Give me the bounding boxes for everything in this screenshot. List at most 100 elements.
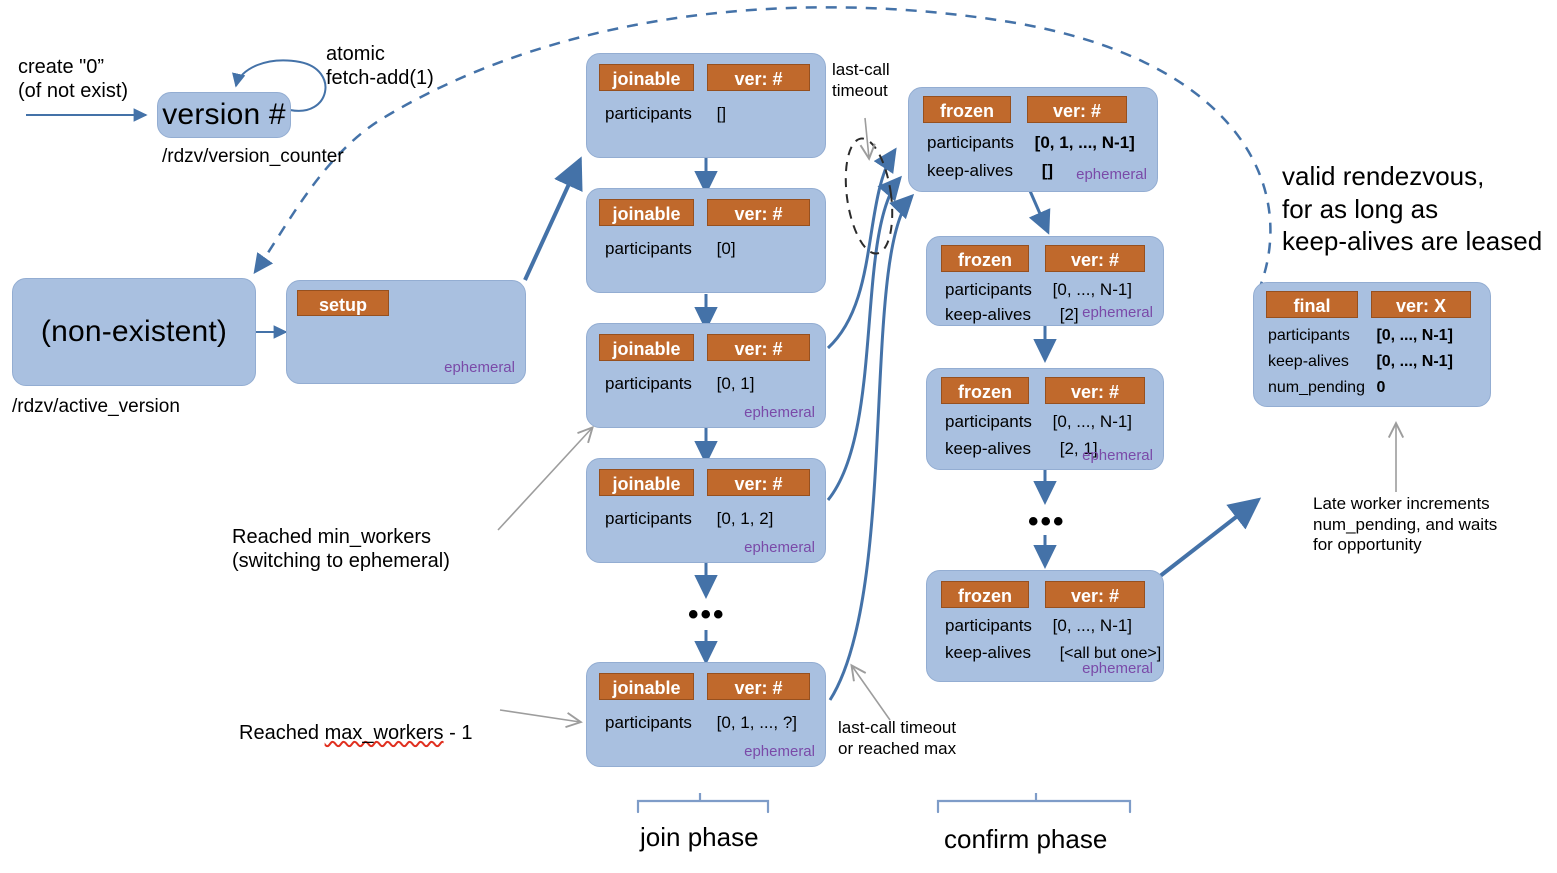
join-box-1-state-badge: joinable <box>599 64 694 91</box>
join-box-3-version-badge: ver: # <box>707 334 810 361</box>
last-call-timeout-note: last-call timeout <box>832 60 890 100</box>
confirm-box-4-keepalives-row: keep-alives [<all but one>] <box>945 643 1161 663</box>
confirm-box-2: frozen ver: # participants [0, ..., N-1]… <box>926 236 1164 326</box>
participants-value: [0, ..., N-1] <box>1052 280 1133 299</box>
setup-badge: setup <box>297 290 389 316</box>
confirm-box-1-ephemeral-label: ephemeral <box>1076 166 1147 183</box>
confirm-box-3-participants-row: participants [0, ..., N-1] <box>945 412 1132 432</box>
version-counter-path: /rdzv/version_counter <box>162 146 344 167</box>
keep-alives-value: [] <box>1041 161 1054 180</box>
confirm-box-4: frozen ver: # participants [0, ..., N-1]… <box>926 570 1164 682</box>
join-box-1-participants-row: participants [] <box>605 104 726 124</box>
num-pending-value: 0 <box>1376 379 1386 396</box>
join-box-2: joinable ver: # participants [0] <box>586 188 826 293</box>
participants-value: [0, 1] <box>716 374 755 393</box>
participants-key: participants <box>1268 327 1350 344</box>
keep-alives-key: keep-alives <box>1268 353 1349 370</box>
last-call-or-max-note: last-call timeout or reached max <box>838 718 957 758</box>
participants-key: participants <box>605 509 692 528</box>
valid-rendezvous-note: valid rendezvous, for as long as keep-al… <box>1282 161 1543 256</box>
confirm-box-4-ephemeral-label: ephemeral <box>1082 660 1153 677</box>
join-phase-title: join phase <box>640 822 759 852</box>
participants-key: participants <box>945 616 1032 635</box>
final-keepalives-row: keep-alives [0, ..., N-1] <box>1268 353 1453 371</box>
keep-alives-value: [0, ..., N-1] <box>1376 353 1453 370</box>
keep-alives-key: keep-alives <box>927 161 1013 180</box>
num-pending-key: num_pending <box>1268 379 1365 396</box>
participants-key: participants <box>605 239 692 258</box>
confirm-box-4-state-badge: frozen <box>941 581 1029 608</box>
join-box-3-state-badge: joinable <box>599 334 694 361</box>
confirm-box-2-ephemeral-label: ephemeral <box>1082 304 1153 321</box>
confirm-box-3-state-badge: frozen <box>941 377 1029 404</box>
atomic-fetch-add-note: atomic fetch-add(1) <box>326 43 434 90</box>
keep-alives-value: [<all but one>] <box>1059 645 1162 662</box>
participants-value: [0, ..., N-1] <box>1376 327 1453 344</box>
join-box-5: joinable ver: # participants [0, 1, ...,… <box>586 662 826 767</box>
non-existent-box: (non-existent) <box>12 278 256 386</box>
join-box-1-version-badge: ver: # <box>707 64 810 91</box>
confirm-box-2-state-badge: frozen <box>941 245 1029 272</box>
confirm-box-1-keepalives-row: keep-alives [] <box>927 161 1053 181</box>
participants-value: [] <box>716 104 727 123</box>
join-box-5-ephemeral-label: ephemeral <box>744 743 815 760</box>
final-state-badge: final <box>1266 291 1358 318</box>
participants-key: participants <box>945 412 1032 431</box>
reached-min-workers-note: Reached min_workers (switching to epheme… <box>232 526 450 573</box>
final-numpending-row: num_pending 0 <box>1268 379 1385 397</box>
participants-value: [0, 1, 2] <box>716 509 774 528</box>
confirm-box-3-version-badge: ver: # <box>1045 377 1145 404</box>
confirm-box-1: frozen ver: # participants [0, 1, ..., N… <box>908 87 1158 192</box>
confirm-box-1-state-badge: frozen <box>923 96 1011 123</box>
confirm-phase-ellipsis: ••• <box>1028 505 1066 538</box>
confirm-box-4-participants-row: participants [0, ..., N-1] <box>945 616 1132 636</box>
join-box-4: joinable ver: # participants [0, 1, 2] e… <box>586 458 826 563</box>
confirm-box-4-version-badge: ver: # <box>1045 581 1145 608</box>
join-box-4-version-badge: ver: # <box>707 469 810 496</box>
create-zero-note: create "0” (of not exist) <box>18 56 129 103</box>
setup-ephemeral-label: ephemeral <box>444 359 515 376</box>
join-box-2-state-badge: joinable <box>599 199 694 226</box>
keep-alives-value: [2, 1] <box>1059 439 1098 458</box>
join-phase-ellipsis: ••• <box>688 598 726 631</box>
keep-alives-value: [2] <box>1059 305 1079 324</box>
confirm-box-2-participants-row: participants [0, ..., N-1] <box>945 280 1132 300</box>
final-participants-row: participants [0, ..., N-1] <box>1268 327 1453 345</box>
join-box-2-version-badge: ver: # <box>707 199 810 226</box>
reached-max-prefix: Reached <box>239 722 325 745</box>
join-box-2-participants-row: participants [0] <box>605 239 736 259</box>
confirm-box-2-version-badge: ver: # <box>1045 245 1145 272</box>
confirm-box-1-participants-row: participants [0, 1, ..., N-1] <box>927 133 1135 153</box>
setup-box: setup ephemeral <box>286 280 526 384</box>
join-box-5-state-badge: joinable <box>599 673 694 700</box>
confirm-box-3-keepalives-row: keep-alives [2, 1] <box>945 439 1098 459</box>
confirm-box-3: frozen ver: # participants [0, ..., N-1]… <box>926 368 1164 470</box>
join-box-3-participants-row: participants [0, 1] <box>605 374 754 394</box>
confirm-box-2-keepalives-row: keep-alives [2] <box>945 305 1079 325</box>
join-box-5-version-badge: ver: # <box>707 673 810 700</box>
version-counter-box: version # <box>157 92 291 138</box>
keep-alives-key: keep-alives <box>945 305 1031 324</box>
participants-value: [0, ..., N-1] <box>1052 412 1133 431</box>
non-existent-label: (non-existent) <box>40 315 228 348</box>
confirm-phase-title: confirm phase <box>944 824 1108 854</box>
active-version-path: /rdzv/active_version <box>12 396 180 417</box>
confirm-box-1-version-badge: ver: # <box>1027 96 1127 123</box>
join-box-3: joinable ver: # participants [0, 1] ephe… <box>586 323 826 428</box>
participants-value: [0, 1, ..., ?] <box>716 713 797 732</box>
final-box: final ver: X participants [0, ..., N-1] … <box>1253 282 1491 407</box>
join-box-1: joinable ver: # participants [] <box>586 53 826 158</box>
join-box-4-ephemeral-label: ephemeral <box>744 539 815 556</box>
late-worker-note: Late worker increments num_pending, and … <box>1313 494 1498 555</box>
reached-max-workers-note: Reached max_workers - 1 <box>239 697 472 746</box>
participants-key: participants <box>927 133 1014 152</box>
version-counter-label: version # <box>162 98 286 131</box>
participants-key: participants <box>605 374 692 393</box>
keep-alives-key: keep-alives <box>945 643 1031 662</box>
final-version-badge: ver: X <box>1371 291 1471 318</box>
keep-alives-key: keep-alives <box>945 439 1031 458</box>
participants-value: [0, 1, ..., N-1] <box>1034 133 1135 152</box>
confirm-box-3-ephemeral-label: ephemeral <box>1082 447 1153 464</box>
reached-max-token: max_workers <box>324 722 444 745</box>
